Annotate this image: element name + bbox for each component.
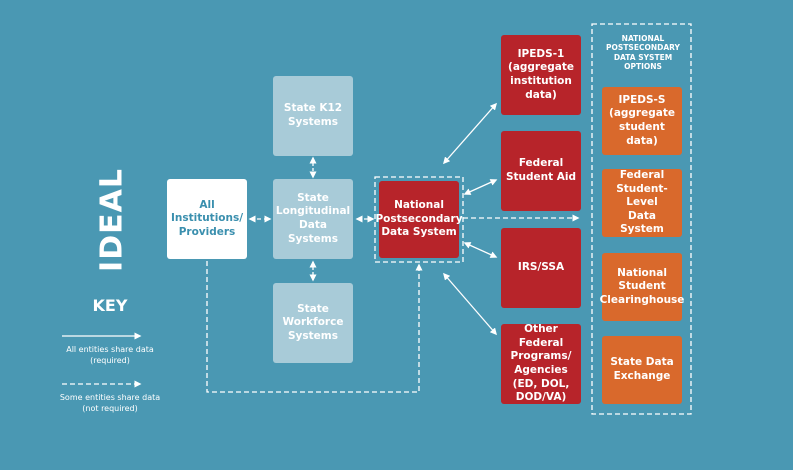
- institutions-to-national-dashed-link: [206, 261, 423, 393]
- national-other-federal-link: [443, 272, 497, 336]
- option-state-data-exchange: State Data Exchange: [602, 336, 682, 404]
- option-national-clearinghouse: National Student Clearinghouse: [600, 253, 684, 321]
- national-system-dashed-frame: [374, 176, 464, 263]
- node-state-longitudinal: State Longitudinal Data Systems: [273, 179, 353, 259]
- key-dashed-line-label: Some entities share data (not required): [59, 393, 161, 413]
- node-other-federal: Other Federal Programs/ Agencies (ED, DO…: [501, 323, 581, 404]
- node-irs-ssa: IRS/SSA: [501, 228, 581, 308]
- option-federal-student-level: Federal Student-Level Data System: [602, 169, 682, 237]
- options-dashed-frame: [591, 23, 692, 415]
- national-fsa-link: [463, 179, 498, 195]
- ideal-text: IDEAL: [94, 168, 130, 272]
- node-federal-student-aid: Federal Student Aid: [501, 131, 581, 211]
- node-ipeds-1: IPEDS-1 (aggregate institution data): [501, 35, 581, 115]
- options-group-label: NATIONAL POSTSECONDARY DATA SYSTEM OPTIO…: [606, 34, 680, 72]
- option-ipeds-s: IPEDS-S (aggregate student data): [602, 87, 682, 155]
- national-ipeds1-link: [443, 102, 497, 165]
- node-national-postsecondary: National Postsecondary Data System: [375, 181, 463, 258]
- node-state-workforce: State Workforce Systems: [273, 283, 353, 363]
- key-solid-line-label: All entities share data (required): [66, 345, 154, 365]
- node-state-k12: State K12 Systems: [273, 76, 353, 156]
- national-irs-link: [463, 242, 498, 258]
- node-all-institutions: All Institutions/ Providers: [167, 179, 247, 259]
- key-title: KEY: [92, 296, 128, 315]
